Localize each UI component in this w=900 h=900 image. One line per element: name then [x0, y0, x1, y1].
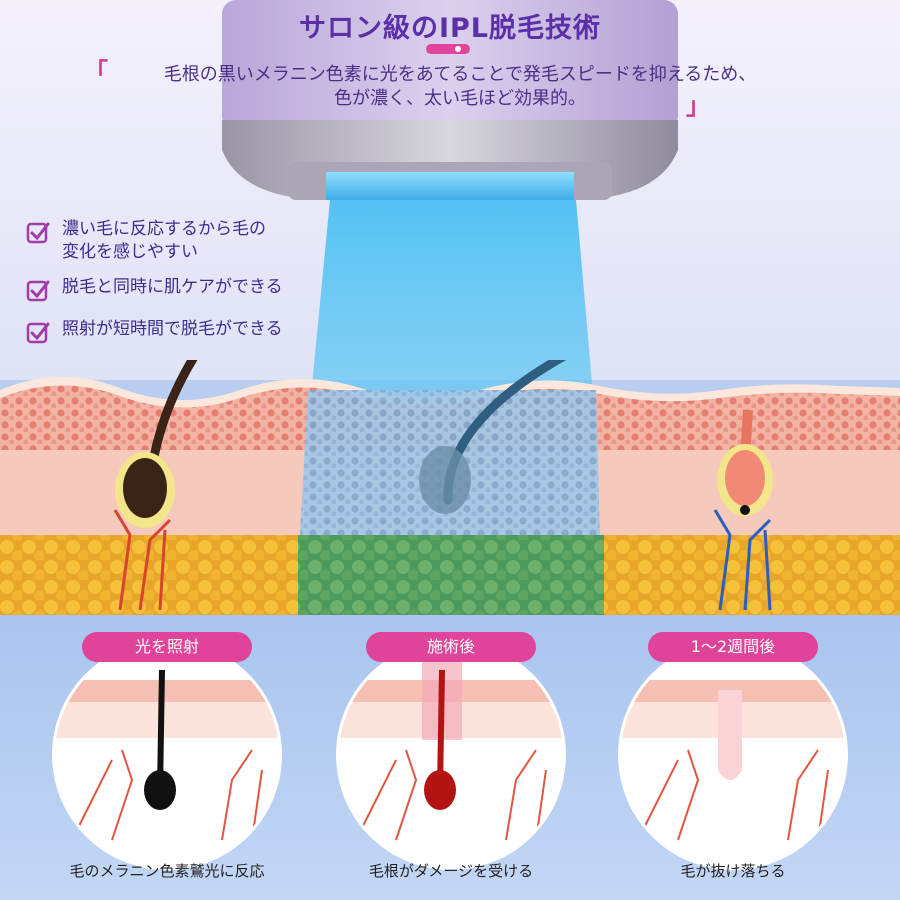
checkbox-check-icon	[26, 280, 50, 302]
feature-item-3: 照射が短時間で脱毛ができる	[26, 318, 283, 344]
panel-label: 1～2週間後	[648, 632, 818, 662]
skin-cross-section	[0, 360, 900, 615]
feature-item-1: 濃い毛に反応するから毛の 変化を感じやすい	[26, 218, 266, 264]
quote-open-mark: 「	[84, 58, 108, 86]
tagline-line-2: 色が濃く、太い毛ほど効果的。	[334, 88, 586, 109]
panel-light-irradiation	[52, 640, 282, 870]
checkbox-check-icon	[26, 322, 50, 344]
feature-item-2: 脱毛と同時に肌ケアができる	[26, 276, 283, 302]
panel-caption: 毛が抜け落ちる	[680, 862, 786, 880]
panel-label: 施術後	[366, 632, 536, 662]
page-title: サロン級のIPL脱毛技術	[298, 13, 602, 44]
quote-close-mark: 」	[686, 92, 710, 120]
panel-label: 光を照射	[82, 632, 252, 662]
checkbox-check-icon	[26, 222, 50, 244]
panel-caption: 毛根がダメージを受ける	[368, 862, 534, 880]
feature-text: 脱毛と同時に肌ケアができる	[62, 277, 283, 297]
ipl-device-illustration	[222, 0, 678, 200]
panel-caption: 毛のメラニン色素鷲光に反応	[69, 862, 265, 880]
tagline-line-1: 毛根の黒いメラニン色素に光をあてることで発毛スピードを抑えるため、	[163, 64, 757, 85]
feature-text: 変化を感じやすい	[62, 242, 198, 262]
panel-after-treatment	[336, 640, 566, 870]
feature-text: 照射が短時間で脱毛ができる	[62, 319, 283, 339]
feature-text: 濃い毛に反応するから毛の	[62, 219, 266, 239]
panel-after-weeks	[618, 640, 848, 870]
